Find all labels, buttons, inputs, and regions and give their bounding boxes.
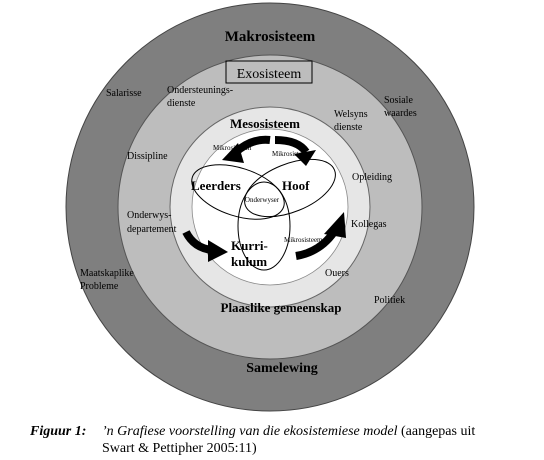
arrow-bottom-right <box>295 212 346 260</box>
figure-source-start: (aangepas uit <box>400 424 476 439</box>
kurri-label: Kurri- <box>231 238 268 253</box>
maatskaplike-label: Maatskaplike <box>80 268 134 279</box>
welsyns-label: Welsyns <box>334 109 368 120</box>
arrow-bottom-left <box>182 230 228 262</box>
mikrosisteem-core <box>191 128 349 286</box>
onderwys-label: Onderwys- <box>127 210 171 221</box>
mikrosisteem-bottom-label: Mikrosisteem <box>284 236 323 244</box>
figure-caption-text: ’n Grafiese voorstelling van die ekosist… <box>102 423 542 457</box>
kollegas-label: Kollegas <box>351 219 387 230</box>
probleme-label: Probleme <box>80 281 119 292</box>
arrow-top-left <box>222 135 271 163</box>
kurrikulum-ellipse <box>237 181 291 271</box>
figure-title: ’n Grafiese voorstelling van die ekosist… <box>102 424 398 439</box>
sosiale-label: Sosiale <box>384 95 413 106</box>
ouers-label: Ouers <box>325 268 349 279</box>
politiek-label: Politiek <box>374 295 405 306</box>
departement-label: departement <box>127 224 177 235</box>
salarisse-label: Salarisse <box>106 88 142 99</box>
leerders-ellipse <box>191 164 285 220</box>
figure-number: Figuur 1: <box>30 424 87 439</box>
onderwyser-label: Onderwyser <box>245 196 280 204</box>
ondersteunings-label: Ondersteunings- <box>167 85 233 96</box>
mesosisteem-label: Mesosisteem <box>230 116 300 131</box>
ecosystemic-model-diagram: Makrosisteem Exosisteem Mesosisteem Plaa… <box>65 2 475 412</box>
hoof-ellipse <box>244 158 336 218</box>
welsyns-dienste-label: dienste <box>334 122 363 133</box>
samelewing-label: Samelewing <box>246 361 318 376</box>
figure-source-end: Swart & Pettipher 2005:11) <box>102 441 257 456</box>
exosisteem-label: Exosisteem <box>237 67 302 82</box>
kulum-label: kulum <box>231 254 267 269</box>
makrosisteem-label: Makrosisteem <box>225 29 316 45</box>
dissipline-label: Dissipline <box>127 151 168 162</box>
plaaslike-gemeenskap-label: Plaaslike gemeenskap <box>221 300 342 315</box>
waardes-label: waardes <box>384 108 417 119</box>
arrow-top-right <box>274 136 316 166</box>
mikrosisteem-left-label: Mikrosisteem <box>213 144 252 152</box>
leerders-label: Leerders <box>191 178 241 193</box>
opleiding-label: Opleiding <box>352 172 392 183</box>
ondersteunings-dienste-label: dienste <box>167 98 196 109</box>
mikrosisteem-right-label: Mikrosisteem <box>272 150 311 158</box>
hoof-label: Hoof <box>282 178 310 193</box>
exosisteem-box <box>225 60 313 84</box>
